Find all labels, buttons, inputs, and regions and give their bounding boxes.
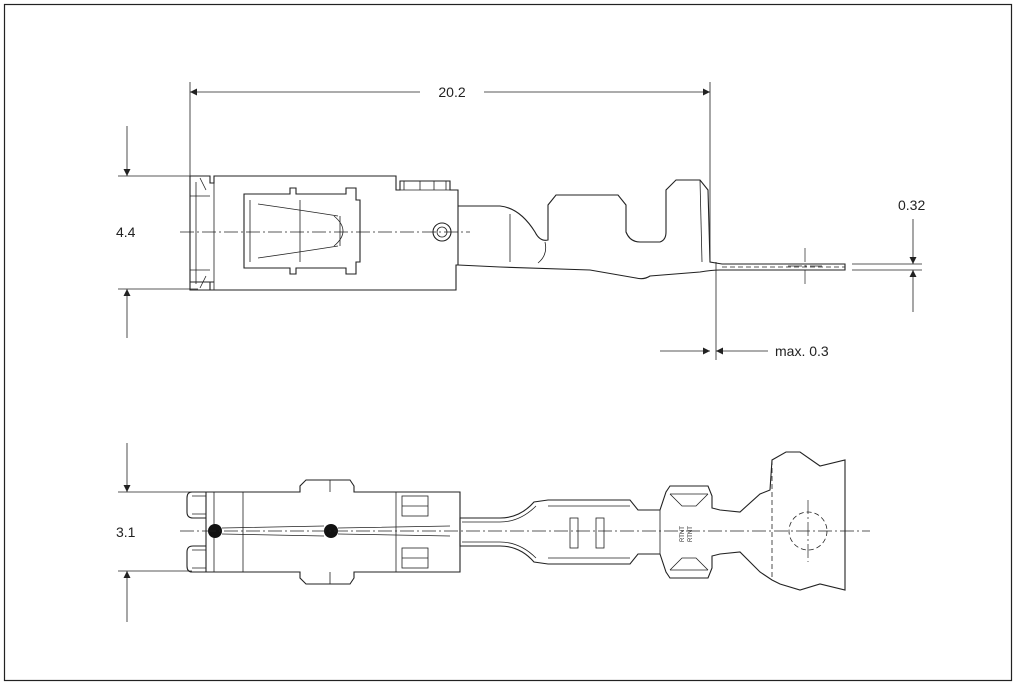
top-view: RTNT RTNT bbox=[180, 451, 870, 591]
dimension-length: 20.2 bbox=[189, 82, 711, 262]
tolerance-label: max. 0.3 bbox=[775, 343, 829, 359]
width-top-label: 3.1 bbox=[116, 524, 136, 540]
side-view bbox=[180, 175, 846, 291]
dimension-thickness: 0.32 bbox=[852, 197, 925, 312]
height-side-label: 4.4 bbox=[116, 224, 136, 240]
dimension-width-top: 3.1 bbox=[116, 443, 192, 622]
dimension-height-side: 4.4 bbox=[116, 126, 198, 338]
dimension-tolerance: max. 0.3 bbox=[660, 262, 829, 360]
length-label: 20.2 bbox=[438, 84, 465, 100]
marking-text: RTNT bbox=[680, 526, 686, 542]
thickness-label: 0.32 bbox=[898, 197, 925, 213]
drawing-frame bbox=[3, 3, 1013, 682]
marking-text: RTNT bbox=[688, 526, 694, 542]
